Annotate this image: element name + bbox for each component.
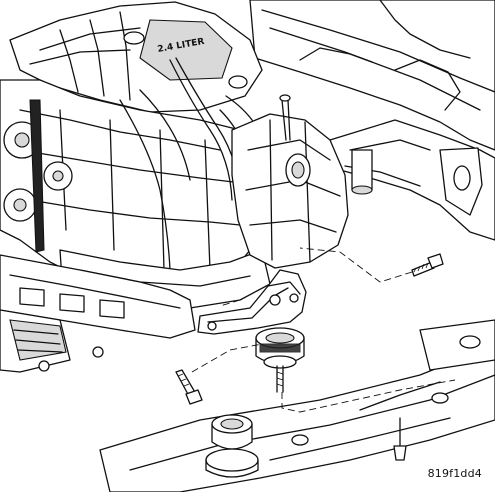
lower-mount-bolt: [175, 369, 203, 405]
lower-fastener: [393, 417, 407, 461]
crossmember-bushing: [205, 414, 259, 478]
figure-reference-code: 819f1dd4: [427, 467, 482, 480]
upper-mount-bolt: [411, 253, 444, 277]
right-frame-rail: [329, 119, 495, 241]
alignment-lines: [191, 247, 456, 413]
engine-mount-bracket: [197, 269, 307, 335]
transaxle-housing: [231, 94, 349, 269]
engine-mount-insulator: [255, 327, 305, 393]
left-frame-rail: [0, 254, 196, 373]
upper-body-frame: [249, 0, 495, 151]
